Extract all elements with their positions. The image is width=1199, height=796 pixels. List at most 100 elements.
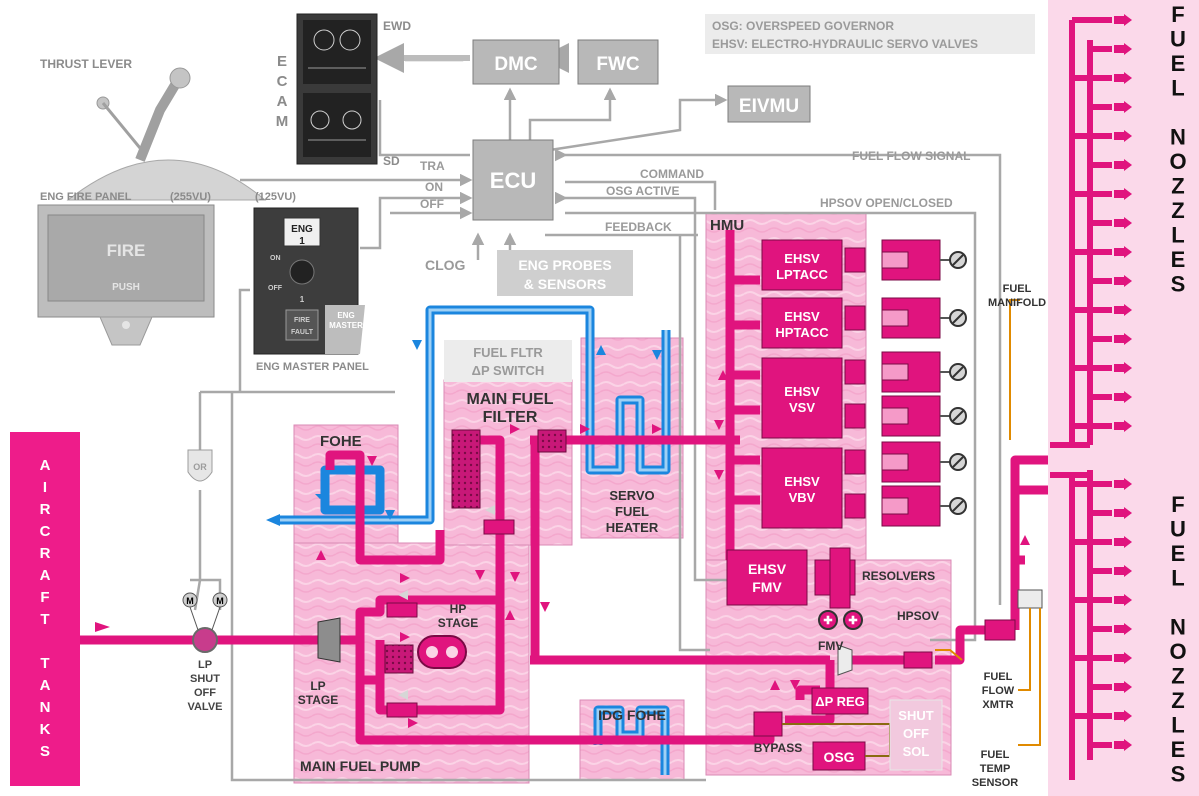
svg-text:SHUT: SHUT xyxy=(190,673,220,685)
actuator-link xyxy=(845,450,865,474)
nozzle-letter: E xyxy=(1171,737,1186,762)
fwc-box: FWC xyxy=(578,40,658,84)
nozzle-arrow xyxy=(1114,248,1124,256)
nozzle-letter: U xyxy=(1170,27,1186,52)
svg-text:LP: LP xyxy=(198,659,212,671)
main-fuel-pump-label: MAIN FUEL PUMP xyxy=(300,758,420,774)
svg-text:FUEL: FUEL xyxy=(615,504,649,519)
ehsv-name: LPTACC xyxy=(776,267,828,282)
svg-text:M: M xyxy=(276,113,289,130)
nozzle-letter: E xyxy=(1171,541,1186,566)
wash-filter xyxy=(385,645,413,673)
svg-text:FIRE: FIRE xyxy=(107,241,146,260)
svg-text:FMV: FMV xyxy=(818,639,843,653)
tank-letter: A xyxy=(40,677,51,694)
svg-text:SERVO: SERVO xyxy=(609,488,654,503)
tank-letter: C xyxy=(40,523,51,540)
idg-fohe-label: IDG FOHE xyxy=(598,707,666,723)
svg-text:FMV: FMV xyxy=(752,579,782,595)
hmu-label: HMU xyxy=(710,217,744,234)
svg-text:FLOW: FLOW xyxy=(982,685,1015,697)
nozzle-letter: L xyxy=(1171,76,1184,101)
nozzle-arrow xyxy=(1114,567,1124,575)
svg-text:ENG PROBES: ENG PROBES xyxy=(518,257,611,273)
ehsv-name: VSV xyxy=(789,400,815,415)
nozzle-arrow xyxy=(1114,509,1124,517)
nozzle-arrow xyxy=(1114,625,1124,633)
svg-text:RESOLVERS: RESOLVERS xyxy=(862,569,935,583)
svg-text:OFF: OFF xyxy=(903,726,929,741)
tank-letter: A xyxy=(40,567,51,584)
svg-text:OFF: OFF xyxy=(420,197,444,211)
nozzle-arrow xyxy=(1114,16,1124,24)
nozzle-letter: F xyxy=(1171,2,1184,27)
svg-text:SHUT: SHUT xyxy=(898,708,933,723)
svg-text:C: C xyxy=(277,73,288,90)
svg-text:HPSOV OPEN/CLOSED: HPSOV OPEN/CLOSED xyxy=(820,196,953,210)
tank-letter: A xyxy=(40,457,51,474)
eng-master-panel: (125VU) ENG 1 ON OFF 1 FIRE FAULT ENG MA… xyxy=(254,191,369,373)
nozzle-arrow xyxy=(1114,190,1124,198)
nozzle-arrow xyxy=(1114,683,1124,691)
nozzle-letter: Z xyxy=(1171,198,1184,223)
nozzle-letter: N xyxy=(1170,125,1186,150)
ewd-label: EWD xyxy=(383,19,411,33)
svg-text:& SENSORS: & SENSORS xyxy=(524,276,606,292)
shut-off-sol: SHUT OFF SOL xyxy=(890,700,942,770)
ehsv-label: EHSV xyxy=(784,474,820,489)
nozzle-arrow xyxy=(1114,538,1124,546)
ecam-displays xyxy=(297,14,377,164)
svg-text:MASTER: MASTER xyxy=(329,321,363,330)
svg-text:ENG: ENG xyxy=(291,224,313,235)
svg-text:1: 1 xyxy=(300,295,305,304)
svg-text:ΔP REG: ΔP REG xyxy=(815,694,865,709)
nozzle-arrow xyxy=(1114,335,1124,343)
nozzle-letter: O xyxy=(1169,149,1186,174)
svg-text:(125VU): (125VU) xyxy=(255,191,296,203)
svg-text:FILTER: FILTER xyxy=(483,409,538,426)
svg-text:E: E xyxy=(277,53,287,70)
svg-text:ENG: ENG xyxy=(337,311,354,320)
svg-text:HP: HP xyxy=(450,602,467,616)
pump-valve-2 xyxy=(387,703,417,717)
svg-text:FIRE: FIRE xyxy=(294,317,310,324)
actuator-link xyxy=(845,360,865,384)
svg-text:FEEDBACK: FEEDBACK xyxy=(605,220,672,234)
tank-letter: I xyxy=(43,479,47,496)
tank-letter: R xyxy=(40,545,51,562)
svg-text:ΔP SWITCH: ΔP SWITCH xyxy=(472,363,545,378)
nozzle-letter: S xyxy=(1171,272,1186,297)
svg-text:MANIFOLD: MANIFOLD xyxy=(988,297,1046,309)
nozzle-arrow xyxy=(1114,103,1124,111)
nozzle-arrow xyxy=(1114,741,1124,749)
svg-text:FAULT: FAULT xyxy=(291,329,314,336)
sd-label: SD xyxy=(383,154,400,168)
nozzle-letter: U xyxy=(1170,517,1186,542)
nozzle-letter: E xyxy=(1171,247,1186,272)
svg-text:EHSV: ELECTRO-HYDRAULIC SERVO: EHSV: ELECTRO-HYDRAULIC SERVO VALVES xyxy=(712,37,978,51)
nozzle-arrow xyxy=(1114,306,1124,314)
tank-letter: N xyxy=(40,699,51,716)
actuator-piston xyxy=(882,454,908,470)
nozzle-arrow xyxy=(1114,219,1124,227)
nozzle-arrow xyxy=(1114,596,1124,604)
dp-reg: ΔP REG xyxy=(812,688,868,714)
svg-text:EIVMU: EIVMU xyxy=(739,96,799,117)
svg-text:ON: ON xyxy=(425,180,443,194)
pump-valve-1 xyxy=(387,603,417,617)
ehsv-label: EHSV xyxy=(784,309,820,324)
actuator-piston xyxy=(882,310,908,326)
svg-text:CLOG: CLOG xyxy=(425,257,466,273)
tank-letter: R xyxy=(40,501,51,518)
svg-text:STAGE: STAGE xyxy=(298,693,338,707)
svg-text:1: 1 xyxy=(299,236,305,247)
nozzle-arrow xyxy=(1114,364,1124,372)
thrust-lever-label: THRUST LEVER xyxy=(40,57,132,71)
svg-text:FUEL: FUEL xyxy=(981,749,1010,761)
legend-note: OSG: OVERSPEED GOVERNOR EHSV: ELECTRO-HY… xyxy=(705,14,1035,54)
svg-text:EHSV: EHSV xyxy=(748,561,787,577)
svg-text:XMTR: XMTR xyxy=(982,699,1013,711)
svg-text:M: M xyxy=(216,596,224,606)
nozzle-letter: L xyxy=(1171,566,1184,591)
